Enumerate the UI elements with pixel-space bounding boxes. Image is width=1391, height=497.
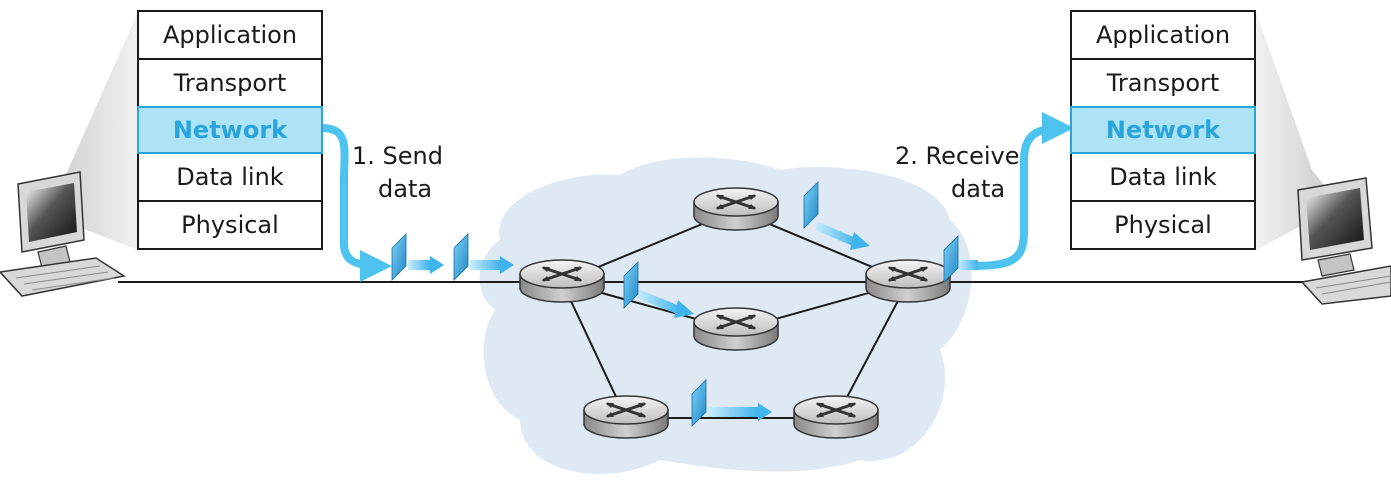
packet-2 xyxy=(453,233,514,281)
right-layer-physical: Physical xyxy=(1114,211,1212,239)
left-computer-icon xyxy=(0,171,126,297)
router-top xyxy=(692,186,780,232)
right-layer-network: Network xyxy=(1070,106,1256,154)
send-label-line1: 1. Send xyxy=(352,142,443,170)
send-path-arrow xyxy=(318,124,392,282)
receive-path-arrow xyxy=(968,112,1074,270)
left-layer-network: Network xyxy=(137,106,323,154)
right-protocol-stack: Application Transport Network Data link … xyxy=(1070,10,1256,250)
router-right xyxy=(864,258,952,304)
left-layer-physical: Physical xyxy=(181,211,279,239)
packet-4 xyxy=(623,261,694,318)
send-data-label: 1. Send data xyxy=(352,140,443,206)
right-layer-application: Application xyxy=(1072,12,1254,60)
left-protocol-stack: Application Transport Network Data link … xyxy=(137,10,323,250)
router-left xyxy=(518,258,606,304)
receive-data-label: 2. Receive data xyxy=(895,140,1020,206)
packet-1 xyxy=(391,233,444,281)
router-middle xyxy=(692,306,780,352)
router-bottom-left xyxy=(582,394,670,440)
right-computer-icon xyxy=(1297,177,1391,305)
router-bottom-right xyxy=(792,394,880,440)
receive-label-line1: 2. Receive xyxy=(895,142,1020,170)
right-layer-transport: Transport xyxy=(1072,60,1254,108)
receive-label-line2: data xyxy=(951,175,1006,203)
packet-6 xyxy=(943,235,978,283)
left-layer-application: Application xyxy=(139,12,321,60)
left-layer-data-link: Data link xyxy=(139,154,321,202)
packet-5 xyxy=(691,379,772,427)
left-layer-transport: Transport xyxy=(139,60,321,108)
packet-3 xyxy=(803,181,870,250)
send-label-line2: data xyxy=(378,175,433,203)
right-layer-data-link: Data link xyxy=(1072,154,1254,202)
